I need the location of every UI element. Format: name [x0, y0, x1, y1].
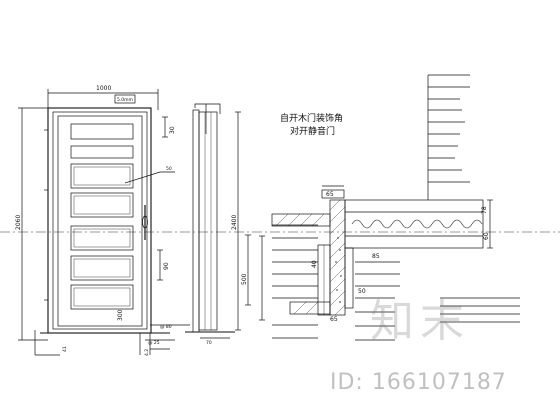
door-inner-height-dim: 2400 — [231, 215, 238, 230]
section-note-line-1: 自开木门装饰角 — [280, 112, 343, 124]
section-dim-85: 85 — [372, 253, 380, 260]
section-dim-78: 78 — [481, 206, 488, 214]
section-note-line-2: 对开静音门 — [290, 125, 335, 137]
section-dim-50: 50 — [358, 288, 366, 295]
door-side-dim-30: 30 — [169, 126, 176, 134]
door-width-dim: 1000 — [96, 85, 111, 92]
door-bottom-dim-300: 300 — [117, 309, 124, 321]
door-panel-label: 50 — [166, 166, 172, 172]
door-hinge-dim-90: 90 — [163, 262, 170, 270]
section-dim-65-bottom: 65 — [330, 316, 338, 323]
section-dim-60: 60 — [483, 232, 490, 240]
door-bottom-note-1: @ 80 — [160, 324, 172, 330]
door-left-dim-1: 41 — [62, 346, 68, 352]
door-elevation — [18, 89, 190, 356]
door-side-view — [185, 103, 251, 339]
detail-section — [259, 74, 520, 341]
door-top-tag: 5.0mm — [117, 97, 133, 103]
door-lower-dim-500: 500 — [241, 273, 248, 285]
door-height-dim: 2060 — [15, 215, 22, 230]
door-left-dim-2: 4.2 — [144, 349, 150, 356]
watermark-logo: 知末 — [370, 296, 470, 347]
door-bottom-note-3: 70 — [206, 340, 212, 346]
section-dim-40: 40 — [311, 260, 318, 268]
door-bottom-note-2: @ 25 — [148, 340, 160, 346]
watermark-id: ID: 166107187 — [330, 370, 507, 395]
section-dim-65-top: 65 — [326, 191, 334, 198]
